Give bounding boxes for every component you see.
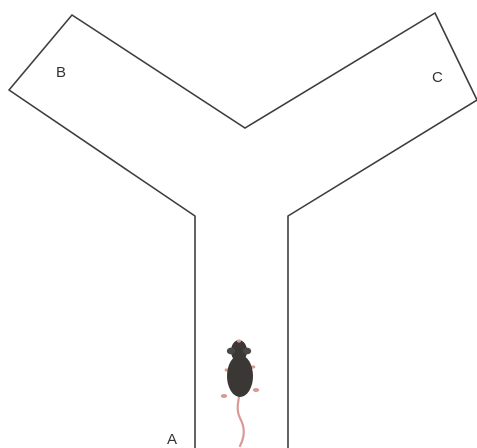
mouse-tail: [238, 392, 244, 446]
mouse-ear: [227, 348, 235, 355]
mouse-foot: [253, 388, 259, 392]
arm-label-c: C: [432, 69, 443, 86]
mouse-ear: [243, 348, 251, 355]
arm-label-a: A: [167, 431, 177, 448]
mouse-foot: [221, 394, 227, 398]
mouse-icon: [221, 339, 259, 446]
mouse-nose: [237, 339, 241, 342]
maze-wall-left-outer: [9, 15, 245, 448]
arm-label-b: B: [56, 64, 66, 81]
